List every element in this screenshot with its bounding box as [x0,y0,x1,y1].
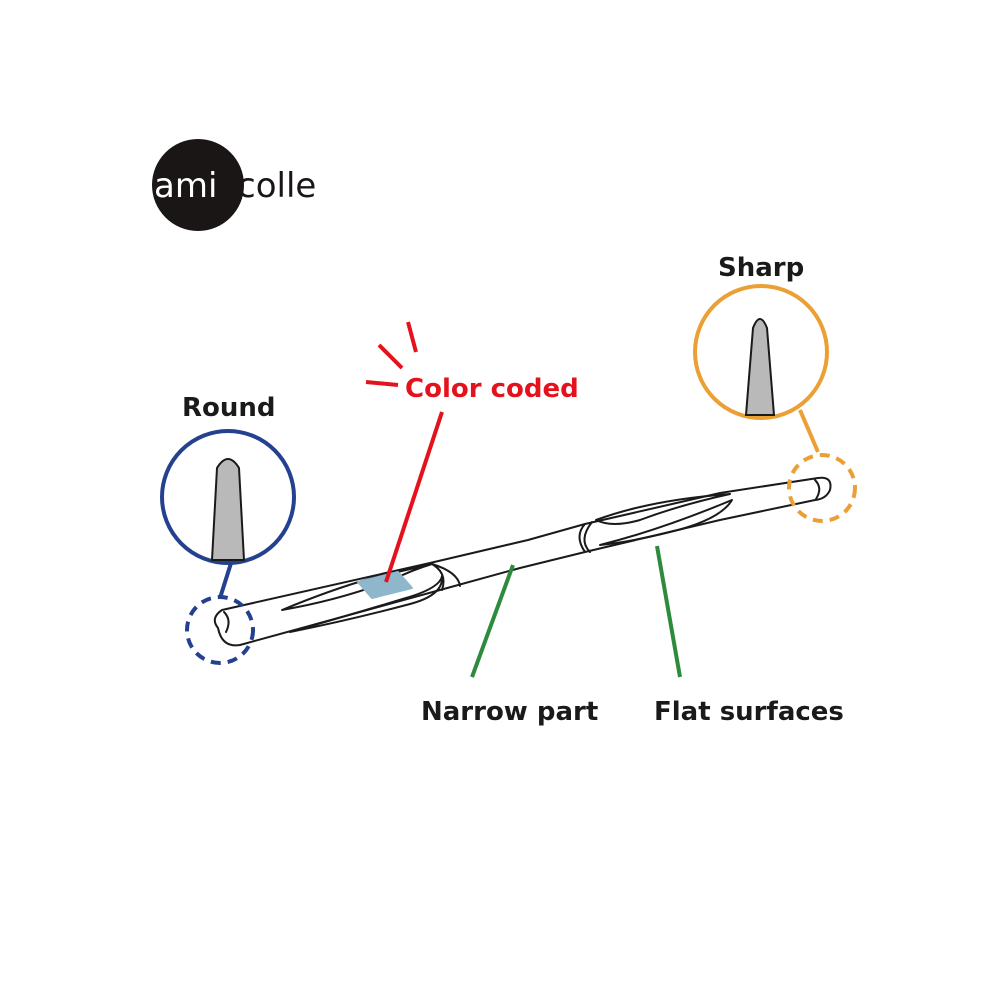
tool-outline [213,476,832,647]
color-band [357,571,413,599]
right-shoulder [578,521,593,553]
round-callout: Round [160,393,296,665]
round-connector-line [218,559,234,599]
flat-surfaces-connector-line [655,545,682,678]
narrow-part-callout: Narrow part [421,564,598,727]
sharp-tip-shape [744,318,776,416]
logo-text-colle: colle [237,166,316,206]
right-flat-surface-upper [595,493,731,525]
left-shoulder [429,562,461,591]
color-coded-callout: Color coded [365,321,579,583]
sharp-label: Sharp [718,253,804,283]
logo-circle [152,139,244,231]
flat-surfaces-label: Flat surfaces [654,697,844,727]
stiletto-tool [213,476,832,647]
round-label: Round [182,393,276,423]
round-tip-shape [210,458,246,561]
color-coded-label: Color coded [405,374,579,404]
sharp-connector-line [798,409,820,453]
color-coded-connector-line [384,411,444,583]
burst-line-1 [365,380,399,387]
right-tip-end [814,479,821,500]
right-flat-surface-lower [599,499,733,546]
burst-line-3 [406,321,418,353]
burst-line-2 [377,343,404,370]
logo-text-ami: ami [154,166,217,206]
flat-surfaces-callout: Flat surfaces [654,545,844,727]
narrow-part-label: Narrow part [421,697,598,727]
sharp-callout: Sharp [693,253,857,523]
narrow-part-connector-line [470,564,515,678]
sharp-tip-dashed-ring [787,453,857,523]
brand-logo: ami colle [152,139,316,231]
left-tip-end [223,611,230,633]
left-flat-surface-upper [281,563,433,611]
